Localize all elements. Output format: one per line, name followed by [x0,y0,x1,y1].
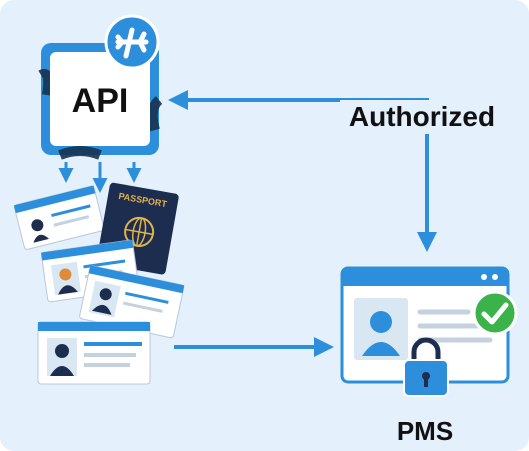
authorized-edge: Authorized [168,90,505,252]
pms-window [340,266,510,384]
api-output-arrows [58,162,142,193]
id-card-1 [13,185,105,250]
lock-icon [403,337,449,397]
api-node: API [38,43,163,160]
id-card-4 [37,321,151,385]
authorized-label: Authorized [349,101,495,132]
airplane-icon [104,14,160,70]
checkmark-icon [472,290,518,336]
pms-label: PMS [397,416,453,446]
id-card-3 [79,265,185,339]
api-label: API [72,82,129,120]
